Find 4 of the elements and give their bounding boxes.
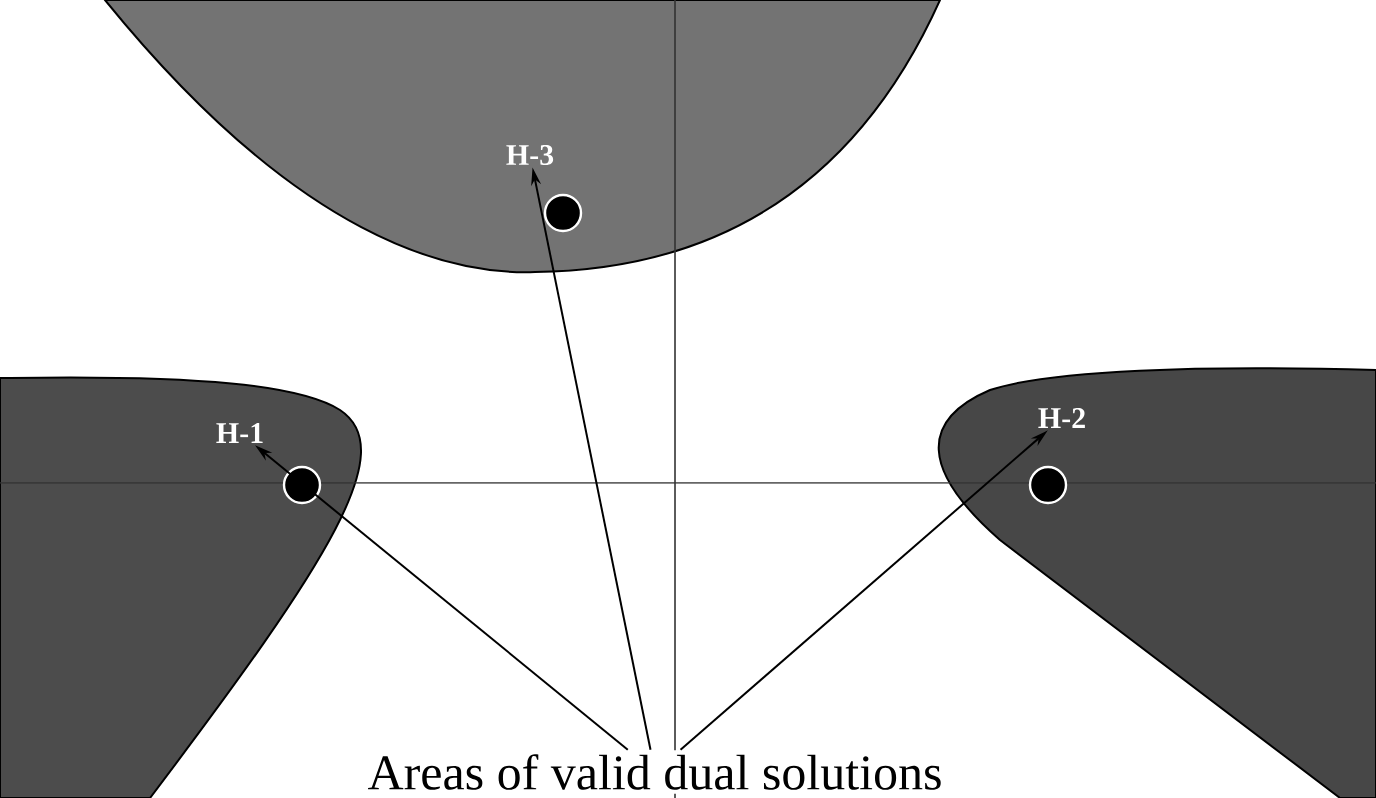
region-label: H-3 xyxy=(506,144,554,166)
region-label: H-1 xyxy=(216,423,263,443)
region-label: H-2 xyxy=(1038,408,1085,428)
annotation-text: Areas of valid dual solutions xyxy=(363,750,947,794)
